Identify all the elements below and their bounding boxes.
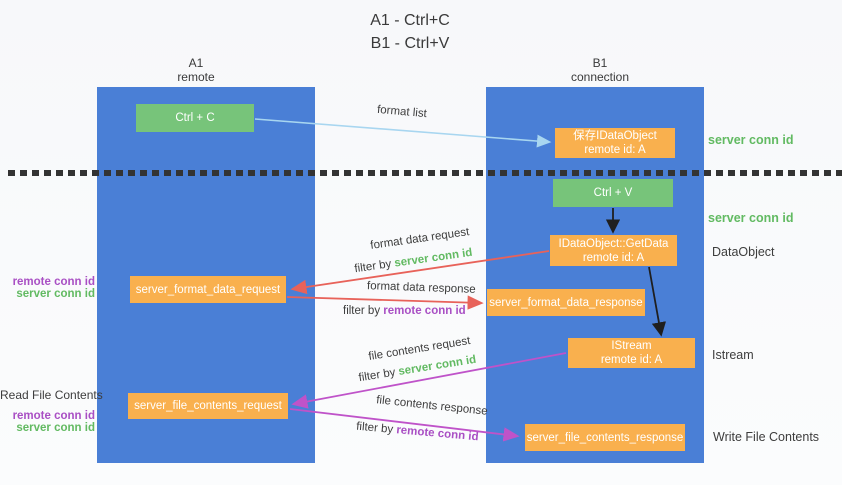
column-header-a1: A1 remote — [141, 56, 251, 84]
server-file-contents-response-label: server_file_contents_response — [526, 431, 684, 444]
filter-by-text: filter by — [353, 257, 396, 276]
istream-title: IStream — [611, 340, 652, 352]
remote-conn-id-label: remote conn id — [12, 410, 95, 422]
label-format-list: format list — [376, 103, 428, 121]
column-a1-name: A1 — [188, 56, 204, 70]
label-server-conn-id-mid: server conn id — [708, 211, 794, 225]
server-format-data-response-box: server_format_data_response — [487, 289, 645, 316]
label-dataobject: DataObject — [712, 245, 775, 259]
server-format-data-request-box: server_format_data_request — [130, 276, 286, 303]
server-format-data-response-label: server_format_data_response — [489, 296, 643, 309]
ctrl-v-label: Ctrl + V — [593, 187, 633, 199]
ctrl-c-box: Ctrl + C — [136, 104, 254, 132]
label-filter-by-remote-conn-id-1: filter by remote conn id — [343, 305, 466, 317]
server-file-contents-request-box: server_file_contents_request — [128, 393, 288, 419]
column-b1-name: B1 — [592, 56, 608, 70]
label-istream: Istream — [712, 348, 754, 362]
label-format-data-response: format data response — [366, 280, 476, 296]
remote-conn-id-text: remote conn id — [383, 305, 466, 317]
left-conn-id-group-1: remote conn id server conn id — [0, 276, 95, 300]
label-write-file-contents: Write File Contents — [713, 430, 820, 444]
server-conn-id-label: server conn id — [16, 288, 95, 300]
title-line-1: A1 - Ctrl+C — [370, 12, 450, 29]
label-filter-by-remote-conn-id-2: filter by remote conn id — [356, 421, 479, 444]
column-b1-role: connection — [570, 70, 630, 84]
idataobject-getdata-title: IDataObject::GetData — [558, 237, 669, 250]
server-file-contents-response-box: server_file_contents_response — [525, 424, 685, 451]
istream-subtitle: remote id: A — [600, 354, 663, 366]
server-conn-id-text: server conn id — [393, 246, 474, 270]
label-read-file-contents: Read File Contents — [0, 388, 103, 402]
save-idataobject-box: 保存IDataObject remote id: A — [555, 128, 675, 158]
server-conn-id-text: server conn id — [397, 353, 478, 378]
idataobject-getdata-box: IDataObject::GetData remote id: A — [550, 235, 677, 266]
filter-by-text: filter by — [357, 366, 400, 385]
diagram-title: A1 - Ctrl+C B1 - Ctrl+V — [310, 9, 510, 55]
remote-conn-id-text: remote conn id — [395, 424, 479, 444]
remote-conn-id-label: remote conn id — [12, 276, 95, 288]
column-header-b1: B1 connection — [545, 56, 655, 84]
arrow-format-data-response — [286, 295, 484, 310]
save-idataobject-title: 保存IDataObject — [573, 130, 657, 142]
phase-separator-dotted-line — [8, 170, 842, 176]
filter-by-text: filter by — [355, 420, 397, 437]
filter-by-text: filter by — [343, 305, 384, 317]
ctrl-c-label: Ctrl + C — [175, 112, 215, 124]
server-format-data-request-label: server_format_data_request — [135, 283, 281, 296]
title-line-2: B1 - Ctrl+V — [370, 35, 450, 52]
server-conn-id-label: server conn id — [16, 422, 95, 434]
label-file-contents-response: file contents response — [375, 394, 489, 418]
idataobject-getdata-subtitle: remote id: A — [582, 251, 645, 264]
left-conn-id-group-2: remote conn id server conn id — [0, 410, 95, 434]
column-a1-role: remote — [177, 70, 215, 84]
istream-box: IStream remote id: A — [568, 338, 695, 368]
server-file-contents-request-label: server_file_contents_request — [134, 400, 282, 412]
save-idataobject-subtitle: remote id: A — [584, 144, 646, 156]
ctrl-v-box: Ctrl + V — [553, 179, 673, 207]
label-server-conn-id-top: server conn id — [708, 133, 794, 147]
